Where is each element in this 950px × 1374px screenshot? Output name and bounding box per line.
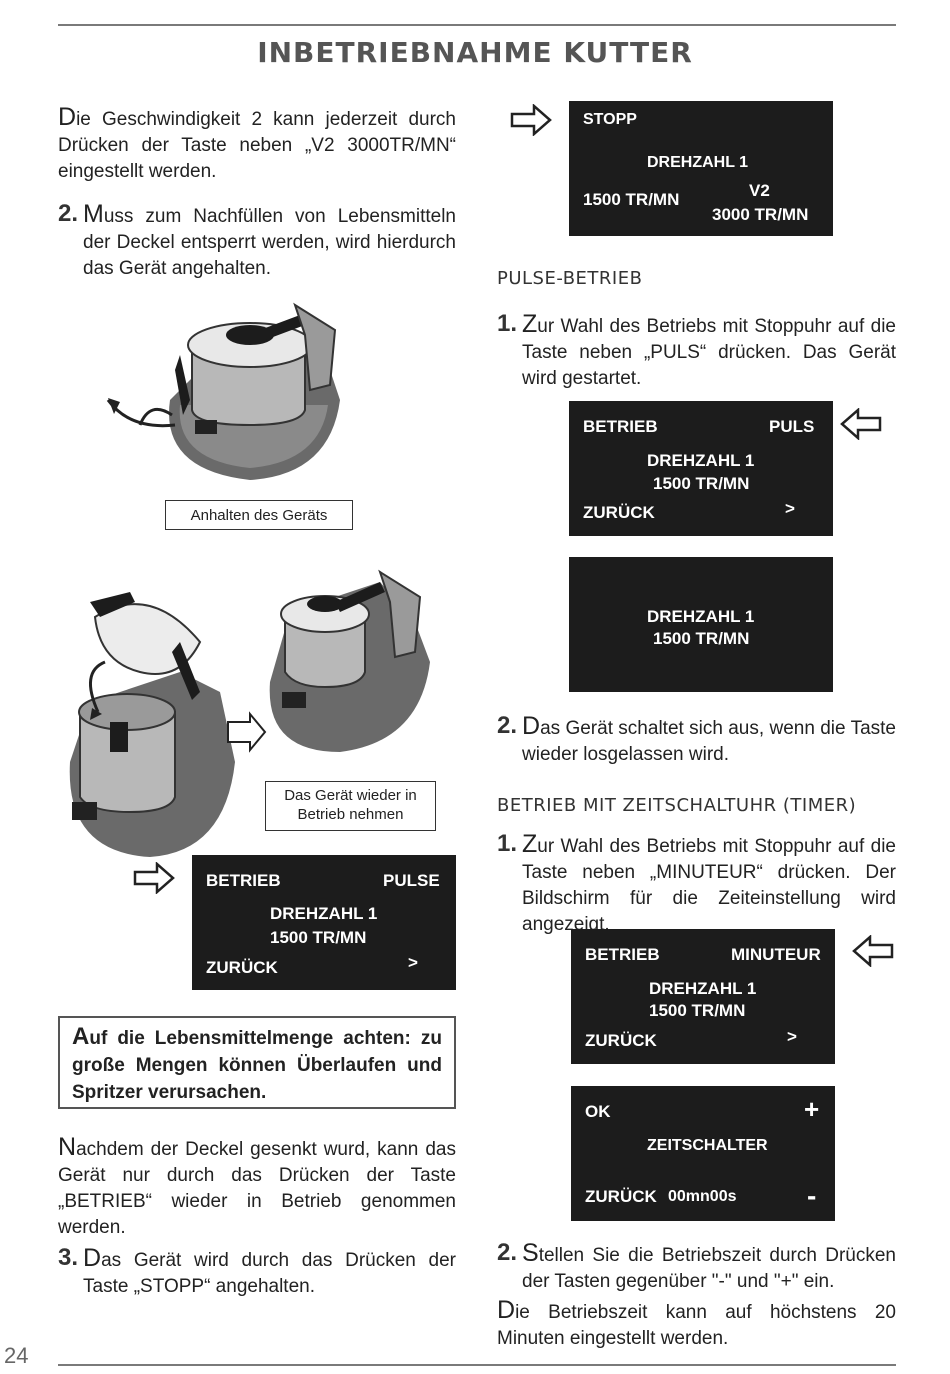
minuteur-label: MINUTEUR <box>731 945 821 964</box>
stop-machine-illustration <box>106 302 340 480</box>
pointer-arrow-icon <box>852 935 894 967</box>
timer-heading: BETRIEB MIT ZEITSCHALTUHR (TIMER) <box>497 795 857 816</box>
display-betrieb-puls: BETRIEB PULS DREHZAHL 1 1500 TR/MN ZURÜC… <box>569 401 833 536</box>
pointer-arrow-icon <box>840 408 882 440</box>
page-number: 24 <box>4 1343 29 1368</box>
next-arrow: > <box>408 953 418 972</box>
timer-step-2-paragraph: Stellen Sie die Betriebszeit durch Drück… <box>522 1239 896 1292</box>
ok-label: OK <box>585 1102 611 1121</box>
display-timer: OK + ZEITSCHALTER ZURÜCK 00mn00s - <box>571 1086 835 1221</box>
rpm-label: 1500 TR/MN <box>583 190 680 209</box>
speed-label: DREHZAHL 1 <box>270 904 378 923</box>
back-label: ZURÜCK <box>585 1187 657 1206</box>
plus-label: + <box>804 1094 820 1124</box>
step-number: 1. <box>497 830 518 857</box>
display-betrieb-pulse: BETRIEB PULSE DREHZAHL 1 1500 TR/MN ZURÜ… <box>192 855 456 990</box>
next-arrow: > <box>785 499 795 518</box>
display-betrieb-minuteur: BETRIEB MINUTEUR DREHZAHL 1 1500 TR/MN Z… <box>571 929 835 1064</box>
v2-label: V2 <box>749 181 770 200</box>
restart-machine-illustration <box>69 569 430 857</box>
back-label: ZURÜCK <box>585 1031 657 1050</box>
rpm-label: 1500 TR/MN <box>270 928 367 947</box>
stop-caption: Anhalten des Geräts <box>165 500 353 530</box>
speed-label: DREHZAHL 1 <box>647 154 749 171</box>
final-paragraph: Die Betriebszeit kann auf höchstens 20 M… <box>497 1296 896 1349</box>
pointer-arrow-icon <box>133 862 175 894</box>
step-number: 2. <box>58 200 79 227</box>
puls-label: PULS <box>769 417 815 436</box>
betrieb-label: BETRIEB <box>206 871 281 890</box>
speed-label: DREHZAHL 1 <box>647 607 755 626</box>
rpm-label: 1500 TR/MN <box>649 1001 746 1020</box>
speed-label: DREHZAHL 1 <box>649 979 757 998</box>
bottom-rule <box>58 1364 896 1366</box>
page-title: INBETRIEBNAHME KUTTER <box>257 36 693 69</box>
time-value: 00mn00s <box>668 1188 737 1205</box>
stop-label: STOPP <box>583 111 637 128</box>
intro-paragraph: Die Geschwindigkeit 2 kann jederzeit dur… <box>58 103 456 182</box>
pulse-step-2-paragraph: Das Gerät schaltet sich aus, wenn die Ta… <box>522 712 896 765</box>
timer-step-1-paragraph: Zur Wahl des Betriebs mit Stoppuhr auf d… <box>522 830 896 935</box>
after-lid-paragraph: Nachdem der Deckel gesenkt wurd, kann da… <box>58 1133 456 1238</box>
rpm-label: 1500 TR/MN <box>653 474 750 493</box>
step-number: 2. <box>497 1239 518 1266</box>
restart-caption: Das Gerät wieder in Betrieb nehmen <box>265 781 436 831</box>
pulse-heading: PULSE-BETRIEB <box>497 268 643 289</box>
step-3-paragraph: Das Gerät wird durch das Drücken der Tas… <box>83 1244 456 1297</box>
timer-label: ZEITSCHALTER <box>647 1137 768 1154</box>
speed-label: DREHZAHL 1 <box>647 451 755 470</box>
display-stop: STOPP DREHZAHL 1 1500 TR/MN V2 3000 TR/M… <box>569 101 833 236</box>
pointer-arrow-icon <box>510 104 552 136</box>
back-label: ZURÜCK <box>206 958 278 977</box>
back-label: ZURÜCK <box>583 503 655 522</box>
step-number: 1. <box>497 310 518 337</box>
next-arrow: > <box>787 1027 797 1046</box>
step-number: 3. <box>58 1244 79 1271</box>
step-number: 2. <box>497 712 518 739</box>
display-speed-only: DREHZAHL 1 1500 TR/MN <box>569 557 833 692</box>
rpm-label: 1500 TR/MN <box>653 629 750 648</box>
step-2-paragraph: Muss zum Nachfüllen von Lebensmitteln de… <box>83 200 456 279</box>
betrieb-label: BETRIEB <box>583 417 658 436</box>
top-rule <box>58 24 896 26</box>
betrieb-label: BETRIEB <box>585 945 660 964</box>
pulse-step-1-paragraph: Zur Wahl des Betriebs mit Stoppuhr auf d… <box>522 310 896 389</box>
v2-rpm-label: 3000 TR/MN <box>712 205 809 224</box>
minus-label: - <box>807 1180 817 1211</box>
warning-box: Auf die Lebensmittelmenge achten: zu gro… <box>58 1016 456 1109</box>
pulse-label: PULSE <box>383 871 440 890</box>
